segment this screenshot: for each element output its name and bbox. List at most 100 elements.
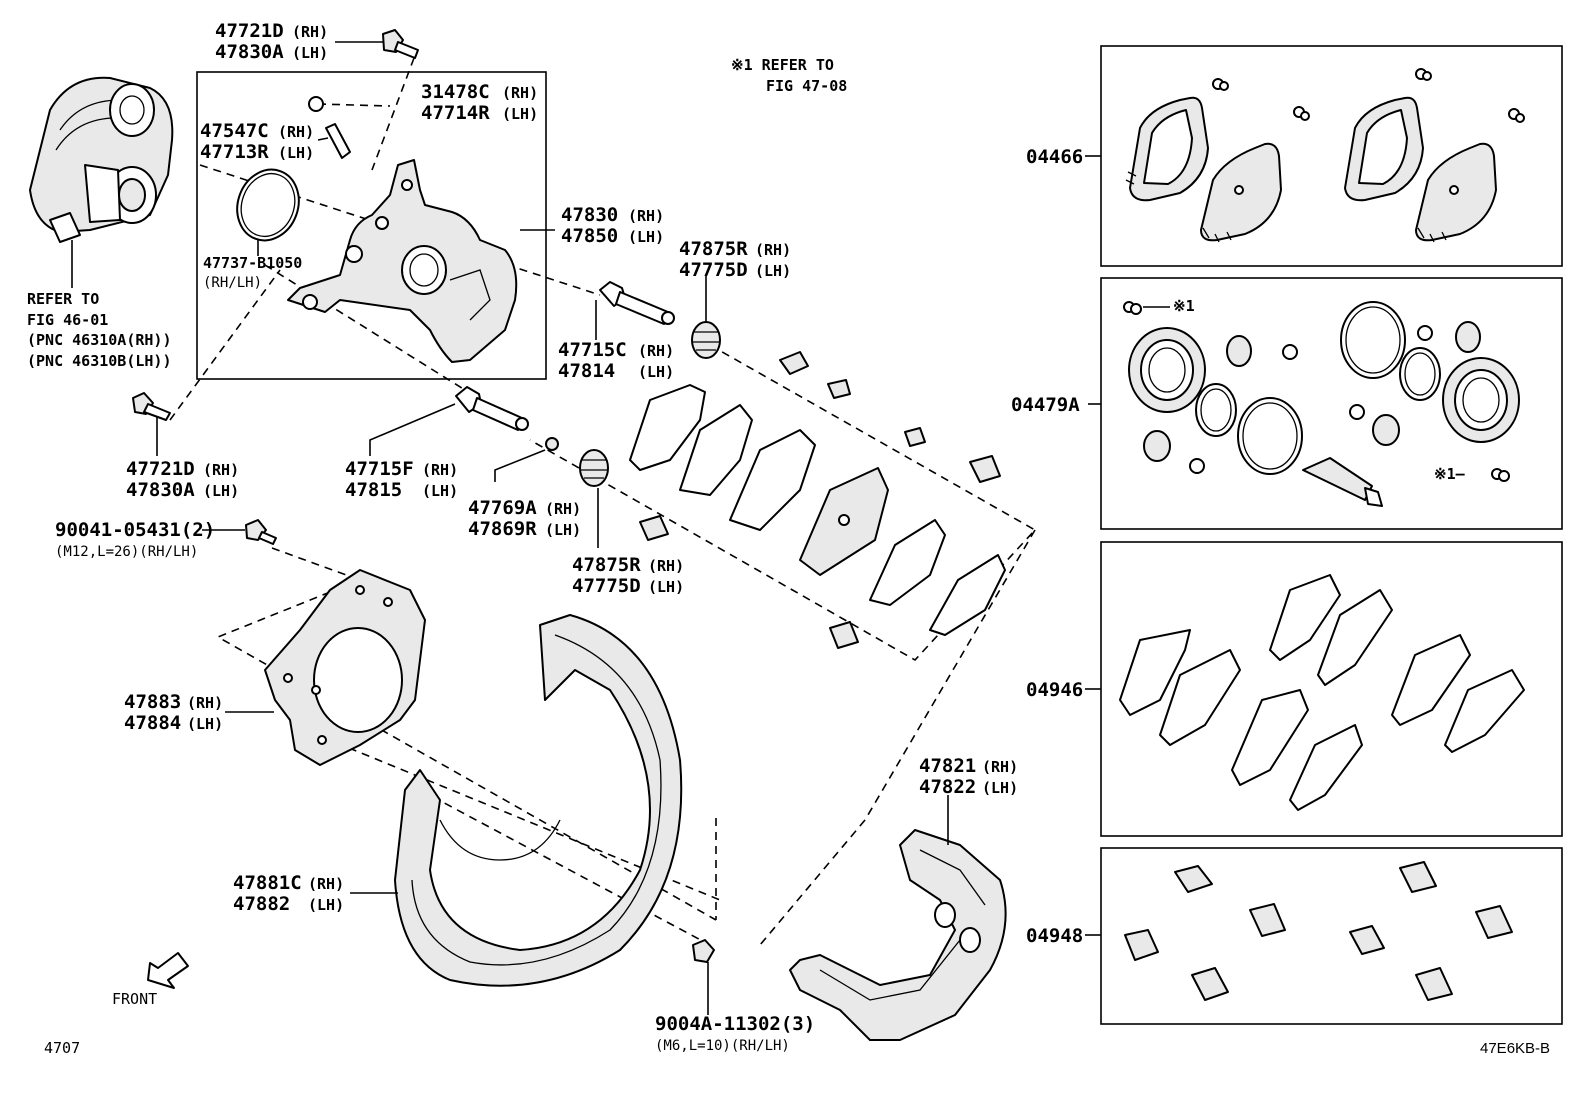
refer-motor-line4: (PNC 46310B(LH)) <box>27 352 172 370</box>
dust-shield <box>350 614 683 987</box>
side-lh: (LH) <box>648 578 684 596</box>
label-47875R-top: 47875R <box>679 238 748 260</box>
label-47715C: 47715C <box>558 339 627 361</box>
label-90041-05431: 90041-05431(2) <box>55 519 215 541</box>
page-number: 4707 <box>44 1039 80 1057</box>
side-lh: (LH) <box>292 44 328 62</box>
label-47775D-top: 47775D <box>679 259 748 281</box>
kit-code-pads: 04466 <box>1026 146 1083 168</box>
backing-plate <box>225 569 426 766</box>
caliper-mounting <box>789 795 1007 1041</box>
label-47821: 47821 <box>919 755 976 777</box>
clips-illustration <box>1124 861 1513 1001</box>
side-lh: (LH) <box>308 896 344 914</box>
label-47721D-top: 47721D <box>215 20 284 42</box>
label-47713R: 47713R <box>200 141 269 163</box>
side-lh: (LH) <box>187 715 223 733</box>
refer-motor-line3: (PNC 46310A(RH)) <box>27 331 172 349</box>
mount-bolt <box>202 519 277 545</box>
side-rh: (RH) <box>187 694 223 712</box>
bolt-top <box>335 29 419 59</box>
seal-kit-ref-bottom: ※1— <box>1434 465 1466 483</box>
shims-illustration <box>1119 574 1525 811</box>
boot-upper <box>691 276 721 359</box>
side-rh: (RH) <box>638 342 674 360</box>
label-47884: 47884 <box>124 712 181 734</box>
side-lh: (LH) <box>502 105 538 123</box>
front-arrow-icon <box>147 952 189 989</box>
label-47822: 47822 <box>919 776 976 798</box>
label-47714R: 47714R <box>421 102 490 124</box>
front-label: FRONT <box>112 990 157 1008</box>
guide-pin-lower <box>369 386 529 456</box>
side-rh: (RH) <box>422 461 458 479</box>
refer-note-line1: ※1 REFER TO <box>731 56 834 74</box>
label-47875R-bottom: 47875R <box>572 554 641 576</box>
side-lh: (LH) <box>638 363 674 381</box>
caliper-group-box <box>196 71 547 380</box>
label-47737-B1050: 47737-B1050 <box>203 254 302 272</box>
figure-code: 47E6KB-B <box>1480 1040 1550 1057</box>
side-lh: (LH) <box>982 779 1018 797</box>
refer-note-line2: FIG 47-08 <box>766 77 847 95</box>
label-47815: 47815 <box>345 479 402 501</box>
seal-kit-ref-top: ※1 <box>1173 297 1195 315</box>
guide-pin-upper <box>595 281 675 340</box>
kit-code-seal: 04479A <box>1011 394 1080 416</box>
kit-boxes <box>1085 45 1563 1025</box>
label-47769A: 47769A <box>468 497 537 519</box>
label-9004A-11302: 9004A-11302(3) <box>655 1013 815 1035</box>
side-lh: (LH) <box>278 144 314 162</box>
side-rh: (RH) <box>982 758 1018 776</box>
piston-seal <box>236 168 300 256</box>
assembly-lines <box>169 57 1037 946</box>
label-47869R: 47869R <box>468 518 537 540</box>
label-47775D-bottom: 47775D <box>572 575 641 597</box>
label-mount-bolt-spec: (M12,L=26)(RH/LH) <box>55 544 198 560</box>
side-lh: (LH) <box>545 521 581 539</box>
label-47715F: 47715F <box>345 458 414 480</box>
kit-code-clips: 04948 <box>1026 925 1083 947</box>
label-47882: 47882 <box>233 893 290 915</box>
bush <box>494 437 559 482</box>
seal-kit-illustration: ※1 ※1— <box>1123 297 1520 507</box>
side-rh: (RH) <box>278 123 314 141</box>
side-rh-lh: (RH/LH) <box>203 275 262 291</box>
label-47547C: 47547C <box>200 120 269 142</box>
side-rh: (RH) <box>502 84 538 102</box>
kit-box-clips <box>1100 847 1563 1025</box>
bleeder-screw <box>317 123 351 159</box>
callout-labels: 47721D (RH) 47830A (LH) 31478C (RH) 4771… <box>27 20 1550 1057</box>
label-screw-spec: (M6,L=10)(RH/LH) <box>655 1038 790 1054</box>
side-rh: (RH) <box>203 461 239 479</box>
label-31478C: 31478C <box>421 81 490 103</box>
side-lh: (LH) <box>422 482 458 500</box>
label-47721D-bottom: 47721D <box>126 458 195 480</box>
side-rh: (RH) <box>628 207 664 225</box>
label-47850: 47850 <box>561 225 618 247</box>
side-rh: (RH) <box>292 23 328 41</box>
label-47883: 47883 <box>124 691 181 713</box>
brake-pads-illustration <box>1125 68 1525 243</box>
label-47830A-top: 47830A <box>215 41 284 63</box>
parking-motor <box>29 76 174 243</box>
side-rh: (RH) <box>545 500 581 518</box>
kit-code-shims: 04946 <box>1026 679 1083 701</box>
refer-motor-line1: REFER TO <box>27 290 99 308</box>
bleeder-cap <box>308 96 324 112</box>
refer-motor-line2: FIG 46-01 <box>27 311 108 329</box>
small-screw <box>692 939 715 1015</box>
caliper-body <box>287 159 518 363</box>
side-rh: (RH) <box>648 557 684 575</box>
label-47881C: 47881C <box>233 872 302 894</box>
side-lh: (LH) <box>755 262 791 280</box>
side-rh: (RH) <box>755 241 791 259</box>
pad-set-middle <box>629 351 1006 649</box>
side-lh: (LH) <box>628 228 664 246</box>
bolt-lower <box>132 392 171 456</box>
label-47814: 47814 <box>558 360 615 382</box>
label-47830A-bottom: 47830A <box>126 479 195 501</box>
boot-lower <box>579 449 609 548</box>
label-47830: 47830 <box>561 204 618 226</box>
